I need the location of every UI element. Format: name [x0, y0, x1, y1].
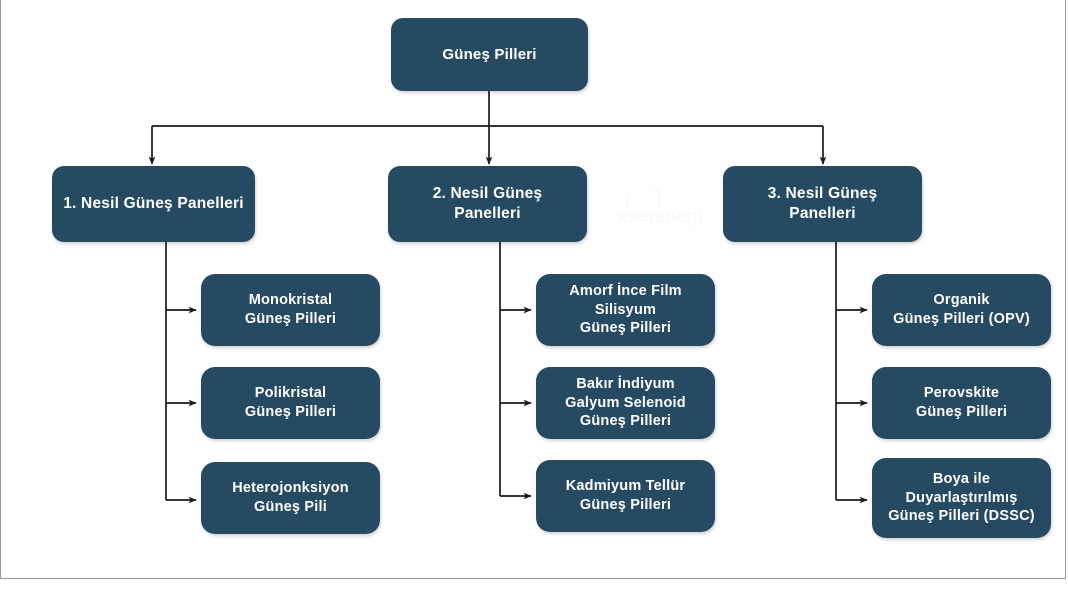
node-gen-2-child-2-label: Bakır İndiyum Galyum Selenoid Güneş Pill… — [565, 376, 686, 430]
node-gen-2-child-1-label: Amorf İnce Film Silisyum Güneş Pilleri — [569, 283, 682, 337]
node-generation-1-label: 1. Nesil Güneş Panelleri — [63, 195, 244, 213]
node-gen-1-child-3[interactable]: Heterojonksiyon Güneş Pili — [201, 462, 380, 534]
node-generation-1[interactable]: 1. Nesil Güneş Panelleri — [52, 166, 255, 242]
node-root[interactable]: Güneş Pilleri — [391, 18, 588, 91]
node-gen-1-child-2[interactable]: Polikristal Güneş Pilleri — [201, 367, 380, 439]
node-gen-3-child-1[interactable]: Organik Güneş Pilleri (OPV) — [872, 274, 1051, 346]
node-gen-3-child-3-label: Boya ile Duyarlaştırılmış Güneş Pilleri … — [888, 471, 1035, 525]
node-gen-2-child-3[interactable]: Kadmiyum Tellür Güneş Pilleri — [536, 460, 715, 532]
node-generation-2[interactable]: 2. Nesil Güneş Panelleri — [388, 166, 587, 242]
node-gen-1-child-3-label: Heterojonksiyon Güneş Pili — [232, 480, 349, 515]
node-gen-3-child-2-label: Perovskite Güneş Pilleri — [915, 385, 1008, 420]
node-gen-2-child-3-label: Kadmiyum Tellür Güneş Pilleri — [565, 478, 686, 513]
node-gen-1-child-1-label: Monokristal Güneş Pilleri — [244, 292, 337, 327]
node-gen-3-child-1-label: Organik Güneş Pilleri (OPV) — [893, 292, 1030, 327]
node-gen-3-child-3[interactable]: Boya ile Duyarlaştırılmış Güneş Pilleri … — [872, 458, 1051, 538]
node-root-label: Güneş Pilleri — [442, 45, 537, 63]
node-generation-3[interactable]: 3. Nesil Güneş Panelleri — [723, 166, 922, 242]
node-gen-2-child-1[interactable]: Amorf İnce Film Silisyum Güneş Pilleri — [536, 274, 715, 346]
node-gen-1-child-1[interactable]: Monokristal Güneş Pilleri — [201, 274, 380, 346]
node-generation-3-label: 3. Nesil Güneş Panelleri — [767, 185, 878, 222]
node-gen-3-child-2[interactable]: Perovskite Güneş Pilleri — [872, 367, 1051, 439]
node-gen-1-child-2-label: Polikristal Güneş Pilleri — [244, 385, 337, 420]
node-generation-2-label: 2. Nesil Güneş Panelleri — [432, 185, 543, 222]
node-gen-2-child-2[interactable]: Bakır İndiyum Galyum Selenoid Güneş Pill… — [536, 367, 715, 439]
